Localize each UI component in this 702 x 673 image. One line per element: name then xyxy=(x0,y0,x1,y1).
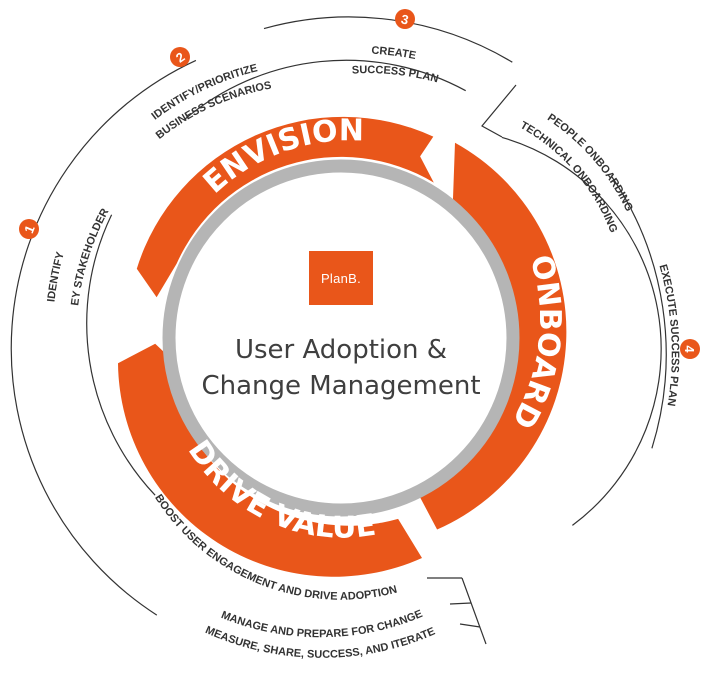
outer-ring-arc-left xyxy=(10,59,197,616)
outer-ring-arc-top xyxy=(263,16,513,63)
svg-text:3: 3 xyxy=(400,11,410,27)
envision-segment xyxy=(136,116,434,298)
step-badge-2: 2 xyxy=(170,47,190,67)
center-title-line2: Change Management xyxy=(201,371,481,401)
middle-ring xyxy=(86,59,466,496)
outer-ring xyxy=(10,16,667,616)
logo-text: PlanB. xyxy=(320,270,362,286)
manage-label: MANAGE AND PREPARE FOR CHANGE xyxy=(219,608,424,640)
center-title: User Adoption & Change Management xyxy=(170,332,512,404)
onboard-segment xyxy=(419,142,567,530)
outer-ring-arc-right xyxy=(610,175,667,449)
step-badges: 1 2 3 4 xyxy=(19,9,700,359)
step3-line1: CREATE xyxy=(371,45,417,62)
phase-ring xyxy=(118,116,567,577)
step-badge-4: 4 xyxy=(680,339,700,359)
planb-logo: PlanB. xyxy=(309,251,373,305)
drive-value-segment xyxy=(118,343,422,577)
step1-line1: IDENTIFY xyxy=(45,250,66,303)
step-badge-1: 1 xyxy=(19,219,39,239)
inner-gray-ring xyxy=(162,159,520,517)
middle-ring-arc-top xyxy=(184,59,466,121)
drive-value-bracket xyxy=(427,577,487,645)
step-badge-3: 3 xyxy=(395,9,415,29)
onboarding-bracket xyxy=(481,84,662,526)
middle-ring-arc-left xyxy=(86,214,156,496)
step4-line1: EXECUTE SUCCESS PLAN xyxy=(657,263,681,407)
center-title-line1: User Adoption & xyxy=(234,335,448,365)
svg-text:4: 4 xyxy=(682,345,697,353)
step3-line2: SUCCESS PLAN xyxy=(352,64,440,85)
